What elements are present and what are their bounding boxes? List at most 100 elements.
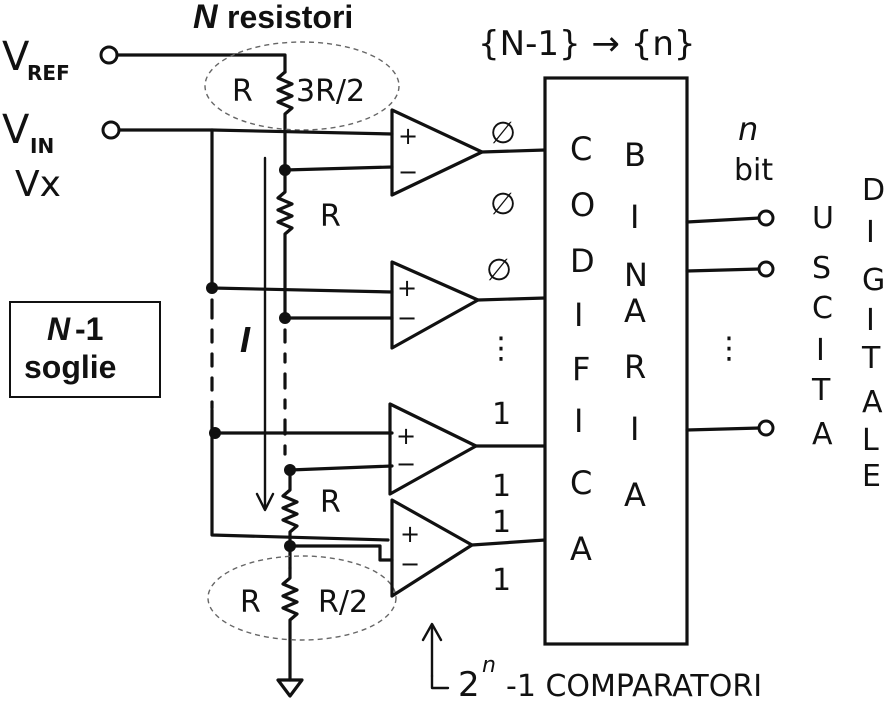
svg-text:D: D — [570, 242, 595, 280]
svg-text:R: R — [624, 348, 646, 386]
svg-text:−: − — [396, 450, 416, 478]
svg-text:I: I — [630, 198, 639, 236]
vx-label: Vx — [15, 164, 61, 205]
svg-text:IN: IN — [30, 134, 54, 158]
vin-wire — [117, 128, 394, 136]
svg-text:soglie: soglie — [24, 349, 116, 385]
svg-text:I: I — [866, 215, 875, 250]
svg-text:2: 2 — [458, 665, 480, 702]
svg-text:-1 COMPARATORI: -1 COMPARATORI — [506, 669, 762, 702]
top-resistor — [276, 70, 294, 172]
encoder-box — [543, 76, 689, 646]
vref-terminal — [99, 45, 119, 65]
output-terminal-n — [757, 419, 775, 437]
node4-to-comp4 — [288, 544, 394, 562]
svg-text:F: F — [572, 350, 590, 388]
svg-text:I: I — [816, 333, 825, 368]
comparator-1: + − — [390, 108, 547, 197]
svg-text:I: I — [574, 402, 583, 440]
svg-text:T: T — [861, 341, 881, 376]
output-ellipsis-dots: ⋮ — [714, 331, 744, 366]
output-value-3: ∅ — [486, 253, 512, 288]
svg-text:bit: bit — [734, 153, 773, 188]
binaria-column: B I N A R I A — [624, 136, 648, 514]
output-terminal-2 — [757, 260, 775, 278]
output-wire-2 — [685, 267, 762, 273]
svg-text:n: n — [482, 653, 496, 678]
comparatori-arrow-tail — [430, 674, 450, 690]
output-wire-1 — [685, 216, 762, 224]
mapping-label: {N-1} → {n} — [478, 24, 696, 64]
svg-text:O: O — [570, 186, 595, 224]
svg-text:A: A — [624, 292, 646, 330]
svg-text:C: C — [570, 130, 592, 168]
output-value-1: ∅ — [490, 116, 516, 151]
output-value-5: 1 — [492, 397, 511, 432]
svg-text:resistori: resistori — [227, 0, 353, 35]
vref-label: V REF — [2, 34, 70, 85]
digitale-column: D I G I T A L E — [861, 173, 885, 494]
vin-to-comp2 — [210, 286, 394, 294]
bottom-resistor-highlight — [207, 555, 397, 641]
svg-text:L: L — [862, 423, 879, 458]
output-value-8: 1 — [492, 563, 511, 598]
svg-text:A: A — [624, 476, 646, 514]
svg-text:N: N — [624, 256, 648, 294]
comparator-3: + − — [388, 402, 547, 496]
svg-text:G: G — [862, 263, 885, 298]
svg-text:+: + — [400, 520, 420, 548]
vin-bus-bottom — [210, 408, 390, 542]
svg-text:A: A — [570, 530, 592, 568]
svg-text:E: E — [862, 459, 881, 494]
svg-text:I: I — [574, 296, 583, 334]
top-resistor-left-label: R — [232, 74, 253, 109]
svg-text:C: C — [812, 291, 833, 326]
vref-wire — [115, 53, 287, 74]
svg-text:I: I — [866, 303, 875, 338]
comparator-2: + − — [390, 260, 547, 350]
svg-text:-1: -1 — [75, 311, 103, 347]
svg-text:−: − — [400, 550, 420, 578]
current-label: I — [240, 319, 251, 360]
output-value-7: 1 — [492, 505, 511, 540]
node1-to-comp1 — [283, 165, 394, 172]
node3-to-comp3 — [288, 464, 394, 472]
output-value-2: ∅ — [490, 187, 516, 222]
svg-text:−: − — [398, 158, 418, 186]
n-bit-label: n bit — [734, 110, 773, 188]
middle-resistor-label: R — [320, 199, 341, 234]
svg-text:C: C — [570, 464, 592, 502]
bottom-resistor — [281, 566, 299, 682]
svg-text:N: N — [47, 311, 71, 347]
top-resistor-highlight — [204, 41, 400, 131]
vin-terminal — [101, 120, 121, 140]
svg-text:A: A — [862, 385, 883, 420]
ground-icon — [276, 678, 304, 698]
svg-text:S: S — [812, 251, 831, 286]
bottom-resistor-right-label: R/2 — [318, 585, 368, 620]
top-resistor-right-label: 3R/2 — [296, 74, 365, 109]
output-terminal-1 — [757, 209, 775, 227]
svg-text:V: V — [2, 34, 30, 80]
svg-text:N: N — [193, 0, 219, 36]
svg-text:T: T — [811, 373, 831, 408]
codifica-column: C O D I F I C A — [570, 130, 595, 568]
comparatori-arrow-head — [421, 622, 443, 642]
svg-text:D: D — [862, 173, 885, 208]
svg-text:+: + — [398, 122, 418, 150]
svg-text:n: n — [738, 110, 758, 148]
svg-text:B: B — [624, 136, 646, 174]
bottom-resistor-left-label: R — [240, 585, 261, 620]
output-value-6: 1 — [492, 469, 511, 504]
output-wire-n — [685, 426, 762, 432]
current-arrow-head — [255, 492, 275, 512]
lower-resistor — [281, 468, 299, 570]
uscita-column: U S C I T A — [811, 201, 834, 452]
svg-text:U: U — [812, 201, 834, 236]
soglie-box: N -1 soglie — [9, 301, 161, 398]
output-ellipsis: ⋮ — [486, 331, 516, 366]
svg-text:I: I — [630, 410, 639, 448]
comparatori-label: 2 n -1 COMPARATORI — [458, 653, 762, 702]
